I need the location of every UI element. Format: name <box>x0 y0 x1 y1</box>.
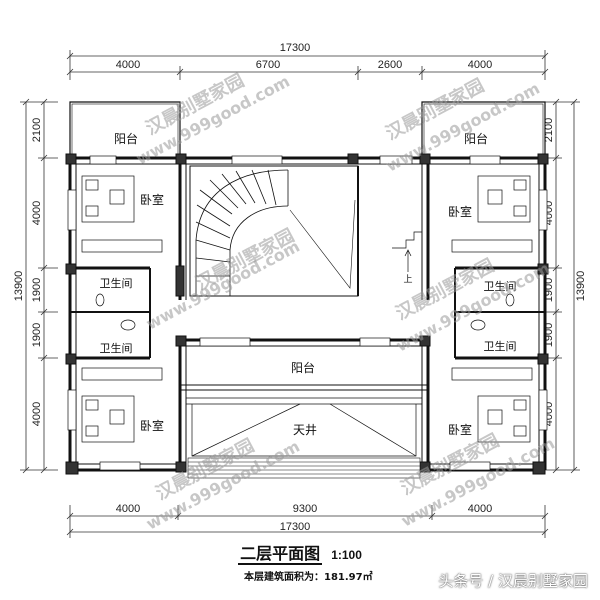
top-dim-2: 6700 <box>256 59 280 71</box>
right-total-dim: 13900 <box>575 271 587 302</box>
room-bedroom-se: 卧室 <box>448 422 472 437</box>
left-dim-3: 1900 <box>31 278 43 302</box>
right-dimensions <box>545 98 580 474</box>
room-courtyard: 天井 <box>293 423 317 437</box>
room-balcony-center: 阳台 <box>291 360 315 375</box>
east-staircase <box>392 231 422 272</box>
plan-scale: 1:100 <box>331 548 362 562</box>
room-bath-w1: 卫生间 <box>100 276 133 290</box>
bottom-dimensions <box>66 505 549 538</box>
entry-steps <box>187 457 421 479</box>
room-bath-e1: 卫生间 <box>484 279 517 293</box>
left-dim-1: 2100 <box>31 118 43 142</box>
room-bedroom-nw: 卧室 <box>140 192 164 207</box>
courtyard <box>186 397 422 457</box>
room-balcony-ne: 阳台 <box>464 131 488 146</box>
bottom-dim-3: 4000 <box>468 503 492 515</box>
bottom-dim-1: 4000 <box>116 503 140 515</box>
room-bedroom-sw: 卧室 <box>140 418 164 433</box>
plan-caption: 二层平面图 1:100 <box>0 540 600 565</box>
left-dim-4: 1900 <box>31 323 43 347</box>
plan-title: 二层平面图 <box>238 544 323 565</box>
top-dim-4: 4000 <box>468 59 492 71</box>
stair-up-marker: 上 <box>403 274 412 285</box>
bottom-dim-2: 9300 <box>293 503 317 515</box>
room-bath-w2: 卫生间 <box>100 341 133 355</box>
left-dim-2: 4000 <box>31 201 43 225</box>
footer-source: 头条号 / 汉晨别墅家园 <box>438 572 588 590</box>
watermark-site-3: www.999good.com <box>143 237 303 334</box>
spiral-staircase <box>195 169 356 296</box>
top-dimensions <box>66 50 549 80</box>
right-dim-1: 2100 <box>543 118 555 142</box>
left-dimensions <box>20 98 58 474</box>
top-dim-1: 4000 <box>116 59 140 71</box>
left-total-dim: 13900 <box>13 271 25 302</box>
windows <box>67 155 548 471</box>
top-dim-3: 2600 <box>378 59 402 71</box>
columns <box>65 153 549 475</box>
left-dim-5: 4000 <box>31 402 43 426</box>
furniture <box>81 175 533 443</box>
room-balcony-nw: 阳台 <box>114 131 138 146</box>
bottom-total-dim: 17300 <box>280 521 311 533</box>
floor-area-note: 本层建筑面积为：181.97㎡ <box>244 572 373 583</box>
room-bath-e2: 卫生间 <box>484 339 517 353</box>
top-total-dim: 17300 <box>280 42 311 54</box>
room-bedroom-ne: 卧室 <box>448 204 472 219</box>
